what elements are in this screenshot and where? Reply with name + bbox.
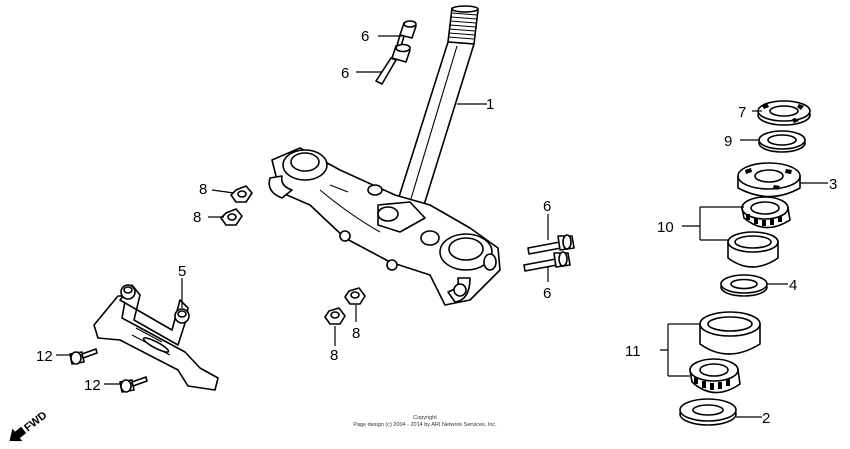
callout-10: 10 [657, 219, 674, 236]
bearing-race-part[interactable] [699, 311, 761, 355]
steering-stem-part[interactable] [268, 5, 501, 306]
bearing-race-part[interactable] [727, 231, 779, 268]
callout-3: 3 [829, 176, 837, 193]
callout-11: 11 [625, 343, 641, 360]
callout-2: 2 [762, 410, 770, 427]
callout-8-b: 8 [193, 209, 201, 226]
fwd-label: FWD [22, 409, 49, 434]
callout-8-c: 8 [352, 325, 360, 342]
bolt-part[interactable] [527, 234, 575, 255]
seal-part[interactable] [679, 398, 737, 426]
nut-part[interactable] [230, 185, 253, 203]
callout-12-a: 12 [36, 348, 53, 365]
washer-part[interactable] [758, 130, 806, 153]
callout-12-b: 12 [84, 377, 101, 394]
callout-4: 4 [789, 277, 797, 294]
callout-6-b: 6 [341, 65, 349, 82]
nut-part[interactable] [344, 287, 366, 305]
lock-nut-part[interactable] [757, 100, 811, 126]
copyright-notice: Copyright Page design (c) 2004 - 2014 by… [353, 415, 497, 428]
callout-6-d: 6 [543, 285, 551, 302]
callout-8-d: 8 [330, 347, 338, 364]
bearing-part[interactable] [689, 358, 741, 394]
callout-8-a: 8 [199, 181, 207, 198]
leader-lines [56, 35, 828, 418]
callout-labels: 1 2 3 4 5 6 6 6 6 7 8 8 8 8 9 10 11 12 1… [36, 28, 837, 427]
forward-direction-indicator: FWD [9, 409, 49, 442]
callout-1: 1 [486, 96, 494, 113]
callout-9: 9 [724, 133, 732, 150]
copyright-line-2: Page design (c) 2004 - 2014 by ARI Netwo… [353, 422, 497, 428]
nut-part[interactable] [220, 208, 243, 226]
callout-7: 7 [738, 104, 746, 121]
callout-6-c: 6 [543, 198, 551, 215]
bolt-part[interactable] [69, 348, 98, 365]
bearing-part[interactable] [741, 196, 791, 229]
adjusting-nut-part[interactable] [737, 162, 801, 198]
copyright-line-1: Copyright [413, 415, 437, 421]
bracket-part[interactable] [93, 284, 219, 391]
bolt-part[interactable] [523, 251, 571, 272]
nut-part[interactable] [324, 307, 346, 325]
forward-arrow-icon [9, 426, 27, 442]
callout-6-a: 6 [361, 28, 369, 45]
callout-5: 5 [178, 263, 186, 280]
bolt-part[interactable] [119, 376, 148, 393]
seal-part[interactable] [720, 274, 768, 297]
bolt-part[interactable] [375, 43, 411, 85]
